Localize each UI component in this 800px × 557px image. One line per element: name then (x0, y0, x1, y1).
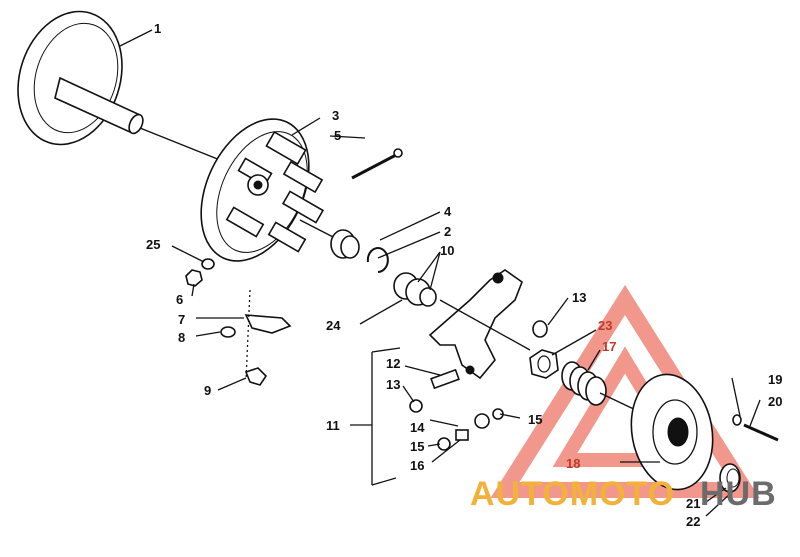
callout-21: 21 (686, 496, 700, 511)
axis-line-3 (439, 299, 531, 351)
watermark-text: AUTOMOTO HUB (470, 475, 777, 513)
callout-5: 5 (334, 128, 341, 143)
part-9-clip (244, 367, 268, 386)
part-10-spacers (393, 272, 437, 307)
part-13-bushing-top (532, 320, 548, 338)
callout-4: 4 (444, 204, 452, 219)
callout-13-top: 13 (572, 290, 586, 305)
part-3-spider (200, 118, 325, 262)
callout-24: 24 (326, 318, 341, 333)
callout-20: 20 (768, 394, 782, 409)
callout-25: 25 (146, 237, 160, 252)
callout-14: 14 (410, 420, 425, 435)
callout-12: 12 (386, 356, 400, 371)
group-11-bracket (371, 347, 401, 486)
callout-19: 19 (768, 372, 782, 387)
part-2-snap-ring (366, 247, 389, 273)
part-5-bolt (351, 148, 403, 180)
leader-lines (119, 29, 761, 517)
part-21-22-cap (719, 463, 741, 493)
part-7-cam-arm (244, 314, 292, 334)
callout-22: 22 (686, 514, 700, 529)
callout-16: 16 (410, 458, 424, 473)
callout-15-left: 15 (410, 439, 424, 454)
callout-17: 17 (602, 339, 616, 354)
callout-7: 7 (178, 312, 185, 327)
part-6-nut (185, 269, 203, 287)
callout-6: 6 (176, 292, 183, 307)
part-17-spring (561, 361, 607, 406)
callout-3: 3 (332, 108, 339, 123)
callout-11: 11 (326, 418, 340, 433)
callout-13-lower: 13 (386, 377, 400, 392)
callout-9: 9 (204, 383, 211, 398)
axis-line-1 (139, 127, 226, 163)
axis-line-2 (299, 219, 336, 239)
part-14-15-16-washers (437, 408, 504, 451)
callout-2: 2 (444, 224, 451, 239)
callout-18: 18 (566, 456, 580, 471)
callout-10: 10 (440, 243, 454, 258)
axis-line-5 (245, 289, 251, 381)
callout-15-right: 15 (528, 412, 542, 427)
part-4-bushing (330, 229, 360, 259)
callout-1: 1 (154, 21, 161, 36)
part-8-pin (220, 326, 236, 338)
part-13-bushing-lower (409, 399, 423, 413)
part-12-roller (430, 368, 460, 390)
watermark-text-hub: HUB (700, 475, 777, 513)
part-18-hub (630, 373, 714, 491)
watermark-text-automoto: AUTOMOTO (470, 475, 675, 513)
part-19-washer (732, 414, 742, 426)
callout-8: 8 (178, 330, 185, 345)
part-25-washer (201, 258, 215, 270)
part-23-nut (529, 349, 559, 379)
callout-23: 23 (598, 318, 612, 333)
part-24-bracket (428, 269, 523, 380)
part-1-sheave (17, 10, 144, 146)
part-20-bolt (743, 423, 779, 442)
